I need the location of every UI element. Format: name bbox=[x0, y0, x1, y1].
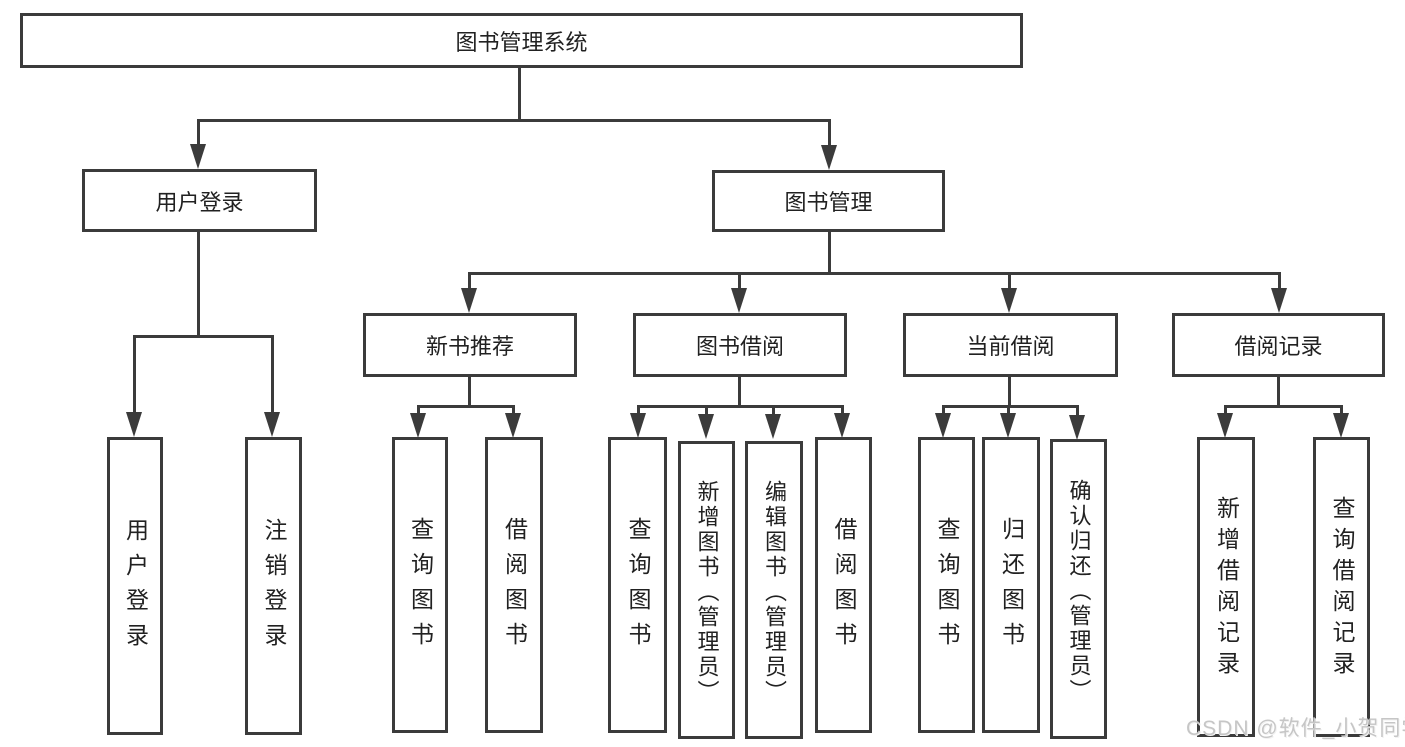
arrow-down-icon bbox=[1333, 413, 1349, 438]
node-label: 新增图书（管理员） bbox=[694, 479, 720, 705]
node-book-borrow: 图书借阅 bbox=[633, 313, 847, 377]
arrow-down-icon bbox=[1217, 413, 1233, 438]
node-user-login: 用户登录 bbox=[82, 169, 317, 232]
node-label: 查询图书 bbox=[934, 517, 960, 657]
node-label: 图书管理系统 bbox=[455, 29, 588, 55]
leaf-query-borrow-record: 查询借阅记录 bbox=[1313, 437, 1370, 737]
arrow-down-icon bbox=[1069, 415, 1085, 440]
connector-stem bbox=[197, 232, 200, 337]
leaf-query-books-borrow: 查询图书 bbox=[608, 437, 667, 733]
connector-stem bbox=[1278, 272, 1281, 290]
csdn-watermark: CSDN @软件_小贺同学 bbox=[1186, 717, 1405, 740]
connector-stem bbox=[197, 119, 200, 147]
node-label: 查询图书 bbox=[407, 517, 434, 657]
node-label: 新书推荐 bbox=[425, 334, 514, 359]
connector-stem bbox=[468, 377, 471, 408]
connector-stem bbox=[133, 335, 136, 415]
connector-stem bbox=[1340, 405, 1343, 415]
node-label: 用户登录 bbox=[122, 518, 149, 658]
connector-login-split bbox=[134, 335, 274, 338]
connector-stem bbox=[841, 405, 844, 415]
node-label: 用户登录 bbox=[155, 189, 244, 215]
leaf-query-books-newbook: 查询图书 bbox=[392, 437, 448, 733]
leaf-user-login: 用户登录 bbox=[107, 437, 163, 735]
connector-stem bbox=[1008, 377, 1011, 408]
node-label: 图书管理 bbox=[784, 190, 873, 215]
connector-level3-split bbox=[469, 272, 1281, 275]
arrow-down-icon bbox=[190, 144, 206, 169]
connector-stem bbox=[1008, 272, 1011, 290]
node-label: 新增借阅记录 bbox=[1213, 496, 1240, 682]
connector-root-stem bbox=[518, 68, 521, 121]
connector-stem bbox=[1007, 405, 1010, 415]
arrow-down-icon bbox=[698, 414, 714, 439]
connector-group-split bbox=[637, 405, 843, 408]
arrow-down-icon bbox=[1000, 413, 1016, 438]
node-root-library-system: 图书管理系统 bbox=[20, 13, 1023, 68]
arrow-down-icon bbox=[1001, 288, 1017, 313]
node-label: 查询图书 bbox=[625, 517, 651, 657]
connector-stem bbox=[738, 377, 741, 408]
node-label: 借阅图书 bbox=[831, 517, 857, 657]
node-label: 借阅图书 bbox=[501, 517, 528, 657]
node-label: 借阅记录 bbox=[1234, 334, 1323, 359]
connector-stem bbox=[1076, 405, 1079, 415]
node-label: 当前借阅 bbox=[966, 334, 1055, 359]
arrow-down-icon bbox=[1271, 288, 1287, 313]
leaf-borrow-books-newbook: 借阅图书 bbox=[485, 437, 543, 733]
leaf-return-books: 归还图书 bbox=[982, 437, 1040, 733]
node-label: 查询借阅记录 bbox=[1329, 496, 1355, 682]
connector-stem bbox=[772, 405, 775, 415]
arrow-down-icon bbox=[834, 413, 850, 438]
connector-stem bbox=[828, 232, 831, 274]
arrow-down-icon bbox=[126, 412, 142, 437]
arrow-down-icon bbox=[264, 412, 280, 437]
node-new-book-recommend: 新书推荐 bbox=[363, 313, 577, 377]
leaf-borrow-books: 借阅图书 bbox=[815, 437, 872, 733]
leaf-add-books-admin: 新增图书（管理员） bbox=[678, 441, 735, 739]
arrow-down-icon bbox=[731, 288, 747, 313]
arrow-down-icon bbox=[461, 288, 477, 313]
connector-group-split bbox=[417, 405, 515, 408]
connector-stem bbox=[1224, 405, 1227, 415]
connector-stem bbox=[512, 405, 515, 415]
arrow-down-icon bbox=[765, 414, 781, 439]
node-label: 图书借阅 bbox=[695, 334, 784, 359]
arrow-down-icon bbox=[935, 413, 951, 438]
connector-level1-split bbox=[198, 119, 831, 122]
node-book-management: 图书管理 bbox=[712, 170, 945, 232]
arrow-down-icon bbox=[821, 145, 837, 170]
connector-stem bbox=[705, 405, 708, 415]
node-label: 编辑图书（管理员） bbox=[762, 479, 787, 705]
connector-stem bbox=[271, 335, 274, 415]
connector-group-split bbox=[942, 405, 1079, 408]
connector-stem bbox=[828, 119, 831, 147]
connector-group-split bbox=[1224, 405, 1342, 408]
node-label: 注销登录 bbox=[261, 518, 287, 658]
leaf-query-books-current: 查询图书 bbox=[918, 437, 975, 733]
node-borrow-records: 借阅记录 bbox=[1172, 313, 1385, 377]
arrow-down-icon bbox=[505, 413, 521, 438]
leaf-add-borrow-record: 新增借阅记录 bbox=[1197, 437, 1255, 737]
arrow-down-icon bbox=[410, 413, 426, 438]
connector-stem bbox=[1277, 377, 1280, 408]
leaf-logout: 注销登录 bbox=[245, 437, 302, 735]
connector-stem bbox=[942, 405, 945, 415]
connector-stem bbox=[738, 272, 741, 290]
connector-stem bbox=[637, 405, 640, 415]
connector-stem bbox=[417, 405, 420, 415]
arrow-down-icon bbox=[630, 413, 646, 438]
leaf-edit-books-admin: 编辑图书（管理员） bbox=[745, 441, 803, 739]
node-label: 归还图书 bbox=[998, 517, 1025, 657]
node-label: 确认归还（管理员） bbox=[1066, 478, 1092, 704]
leaf-confirm-return-admin: 确认归还（管理员） bbox=[1050, 439, 1107, 739]
node-current-borrow: 当前借阅 bbox=[903, 313, 1118, 377]
connector-stem bbox=[468, 272, 471, 290]
